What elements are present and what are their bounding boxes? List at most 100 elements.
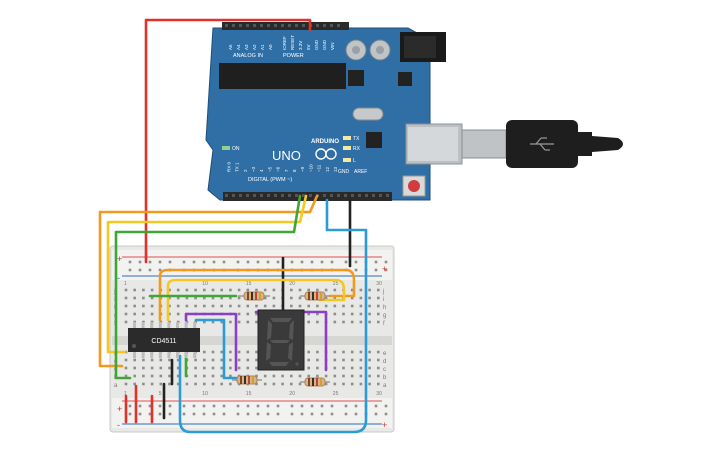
- header-pin: [302, 194, 305, 197]
- ic-pin: [167, 352, 171, 358]
- rail-hole: [310, 260, 314, 264]
- breadboard-hole: [255, 382, 258, 386]
- breadboard-hole: [124, 366, 128, 370]
- header-pin: [246, 194, 249, 197]
- breadboard-hole: [203, 382, 206, 386]
- breadboard-hole: [342, 382, 345, 386]
- breadboard-hole: [290, 304, 293, 308]
- breadboard-hole: [298, 288, 302, 292]
- breadboard-hole: [176, 304, 180, 308]
- column-number: 20: [289, 391, 295, 397]
- breadboard-hole: [211, 304, 215, 308]
- breadboard-hole: [316, 374, 319, 378]
- rail-hole: [374, 268, 378, 272]
- digital-pin-label: 13: [333, 166, 338, 172]
- rail-hole: [344, 404, 348, 408]
- rail-hole: [344, 412, 348, 416]
- breadboard-hole: [246, 358, 250, 362]
- breadboard-hole: [168, 382, 171, 386]
- rail-plus-top: +: [117, 254, 122, 264]
- breadboard-hole: [359, 350, 363, 354]
- breadboard-hole: [263, 288, 267, 292]
- breadboard-hole: [203, 374, 206, 378]
- rail-hole: [300, 404, 304, 408]
- breadboard-hole: [316, 350, 319, 354]
- rail-hole: [266, 260, 270, 264]
- breadboard-hole: [220, 358, 223, 362]
- breadboard-hole: [263, 374, 267, 378]
- breadboard-hole: [185, 304, 189, 308]
- breadboard-hole: [333, 312, 337, 316]
- breadboard-hole: [211, 296, 215, 300]
- breadboard-hole: [194, 296, 197, 300]
- digital-pin-label: ~9: [300, 166, 305, 172]
- rail-plus-bottom-right: +: [382, 420, 387, 430]
- rail-hole: [300, 412, 304, 416]
- breadboard-hole: [290, 374, 293, 378]
- breadboard-hole: [237, 312, 241, 316]
- rail-hole: [246, 260, 250, 264]
- breadboard-hole: [333, 304, 337, 308]
- breadboard-hole: [359, 296, 363, 300]
- header-pin: [260, 24, 263, 27]
- rail-hole: [246, 412, 250, 416]
- rail-hole: [384, 404, 388, 408]
- analog-header-label: ANALOG IN: [233, 53, 263, 59]
- breadboard-hole: [377, 312, 380, 316]
- breadboard-hole: [194, 366, 197, 370]
- breadboard-hole: [133, 382, 136, 386]
- breadboard-hole: [377, 350, 380, 354]
- breadboard-hole: [203, 350, 206, 354]
- breadboard-hole: [350, 358, 354, 362]
- power-pin-label: GND: [322, 39, 327, 50]
- header-pin: [386, 194, 389, 197]
- header-pin: [316, 24, 319, 27]
- segment-glyph: [266, 318, 299, 366]
- resistor: [300, 291, 330, 301]
- breadboard-hole: [359, 312, 363, 316]
- row-letter: a: [114, 383, 118, 389]
- breadboard-hole: [350, 312, 354, 316]
- rail-hole: [266, 404, 270, 408]
- rail-hole: [256, 412, 260, 416]
- header-pin: [330, 24, 333, 27]
- header-pin: [330, 194, 333, 197]
- row-letter: a: [383, 383, 387, 389]
- breadboard-hole: [159, 382, 163, 386]
- breadboard-hole: [255, 304, 258, 308]
- header-pin: [232, 24, 235, 27]
- header-pin: [274, 194, 277, 197]
- breadboard-hole: [237, 288, 241, 292]
- header-pin: [379, 194, 382, 197]
- breadboard-hole: [350, 374, 354, 378]
- breadboard-hole: [176, 296, 180, 300]
- breadboard-hole: [350, 288, 354, 292]
- breadboard-hole: [220, 304, 223, 308]
- breadboard-hole: [142, 288, 145, 292]
- rail-hole: [158, 268, 162, 272]
- breadboard-hole: [168, 366, 171, 370]
- breadboard-hole: [316, 288, 319, 292]
- column-number: 1: [124, 281, 127, 287]
- breadboard-hole: [298, 374, 302, 378]
- board-model-text: UNO: [272, 148, 301, 163]
- cd4511-ic: CD4511: [128, 322, 200, 358]
- header-pin: [239, 24, 242, 27]
- breadboard-hole: [246, 288, 250, 292]
- jumper-yellow: [166, 278, 346, 322]
- rail-hole: [212, 260, 216, 264]
- breadboard-hole: [350, 320, 354, 324]
- breadboard-hole: [342, 350, 345, 354]
- breadboard-hole: [246, 366, 250, 370]
- header-pin: [267, 24, 270, 27]
- digital-pin-label: 2: [243, 169, 248, 172]
- wire-yellow: [106, 194, 308, 354]
- rail-hole: [276, 412, 280, 416]
- breadboard-hole: [324, 382, 328, 386]
- rail-hole: [384, 268, 388, 272]
- row-letter: b: [383, 375, 387, 381]
- analog-pin-label: A2: [252, 44, 257, 50]
- rail-hole: [202, 412, 206, 416]
- header-pin: [267, 194, 270, 197]
- row-letter: g: [383, 313, 386, 319]
